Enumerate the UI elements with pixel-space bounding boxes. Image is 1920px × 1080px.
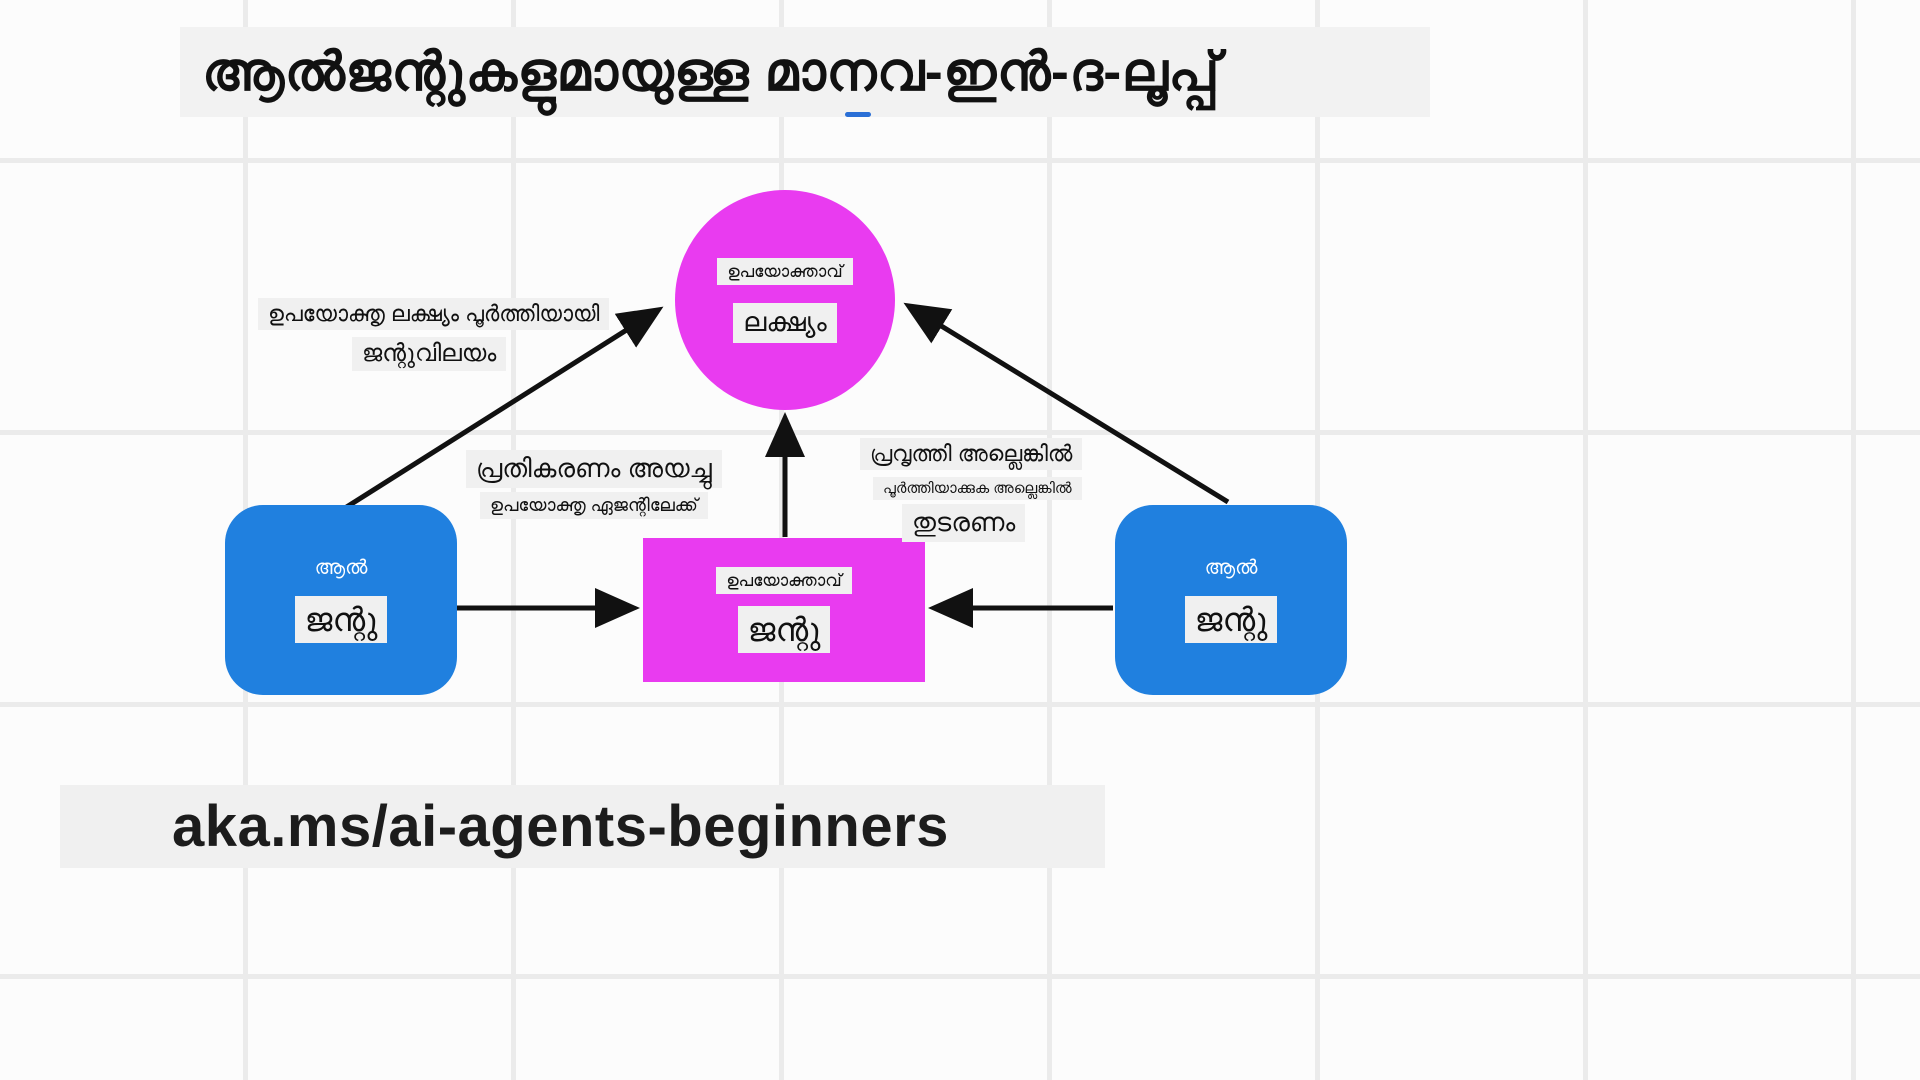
diagram-title: ആൽജന്റുകളുമായുള്ള മാനവ-ഇൻ-ദ-ലൂപ്പ്: [180, 27, 1430, 117]
footer-link-text: aka.ms/ai-agents-beginners: [172, 794, 949, 859]
node-user-goal-top-label: ഉപയോക്താവ്: [717, 257, 853, 285]
edge-label-task-continue-line3: തുടരണം: [902, 504, 1026, 542]
node-ai-agent-left-main-label: ജന്റു: [294, 595, 388, 644]
node-user-agent-main-label: ജന്റു: [737, 606, 831, 654]
arrow-right-agent-to-goal: [903, 302, 1230, 505]
edge-label-task-continue-line2: പൂർത്തിയാക്കുക അല്ലെങ്കിൽ: [873, 477, 1082, 500]
node-ai-agent-right: ആൽ ജന്റു: [1115, 505, 1347, 695]
edge-label-goal-achieved-line1: ഉപയോക്തൃ ലക്ഷ്യം പൂർത്തിയായി: [258, 298, 610, 330]
diagram-title-text: ആൽജന്റുകളുമായുള്ള മാനവ-ഇൻ-ദ-ലൂപ്പ്: [202, 41, 1220, 102]
node-user-goal-main-label: ലക്ഷ്യം: [733, 302, 837, 343]
title-accent-mark: [845, 112, 871, 117]
edge-label-task-continue-line1: പ്രവൃത്തി അല്ലെങ്കിൽ: [860, 438, 1083, 470]
node-ai-agent-left-top-label: ആൽ: [314, 556, 368, 579]
node-user-agent-top-label: ഉപയോക്താവ്: [716, 566, 852, 594]
node-ai-agent-right-main-label: ജന്റു: [1184, 595, 1278, 644]
footer-link-strip: aka.ms/ai-agents-beginners: [60, 785, 1105, 868]
edge-label-response-sent-line1: പ്രതികരണം അയച്ചു: [466, 450, 722, 488]
node-user-agent: ഉപയോക്താവ് ജന്റു: [643, 538, 925, 682]
node-ai-agent-left: ആൽ ജന്റു: [225, 505, 457, 695]
node-user-goal: ഉപയോക്താവ് ലക്ഷ്യം: [675, 190, 895, 410]
edge-label-goal-achieved-line2: ജന്റുവിലയം: [352, 337, 507, 371]
edge-label-response-sent-line2: ഉപയോക്തൃ ഏജന്റിലേക്ക്: [480, 492, 708, 519]
node-ai-agent-right-top-label: ആൽ: [1204, 556, 1258, 579]
